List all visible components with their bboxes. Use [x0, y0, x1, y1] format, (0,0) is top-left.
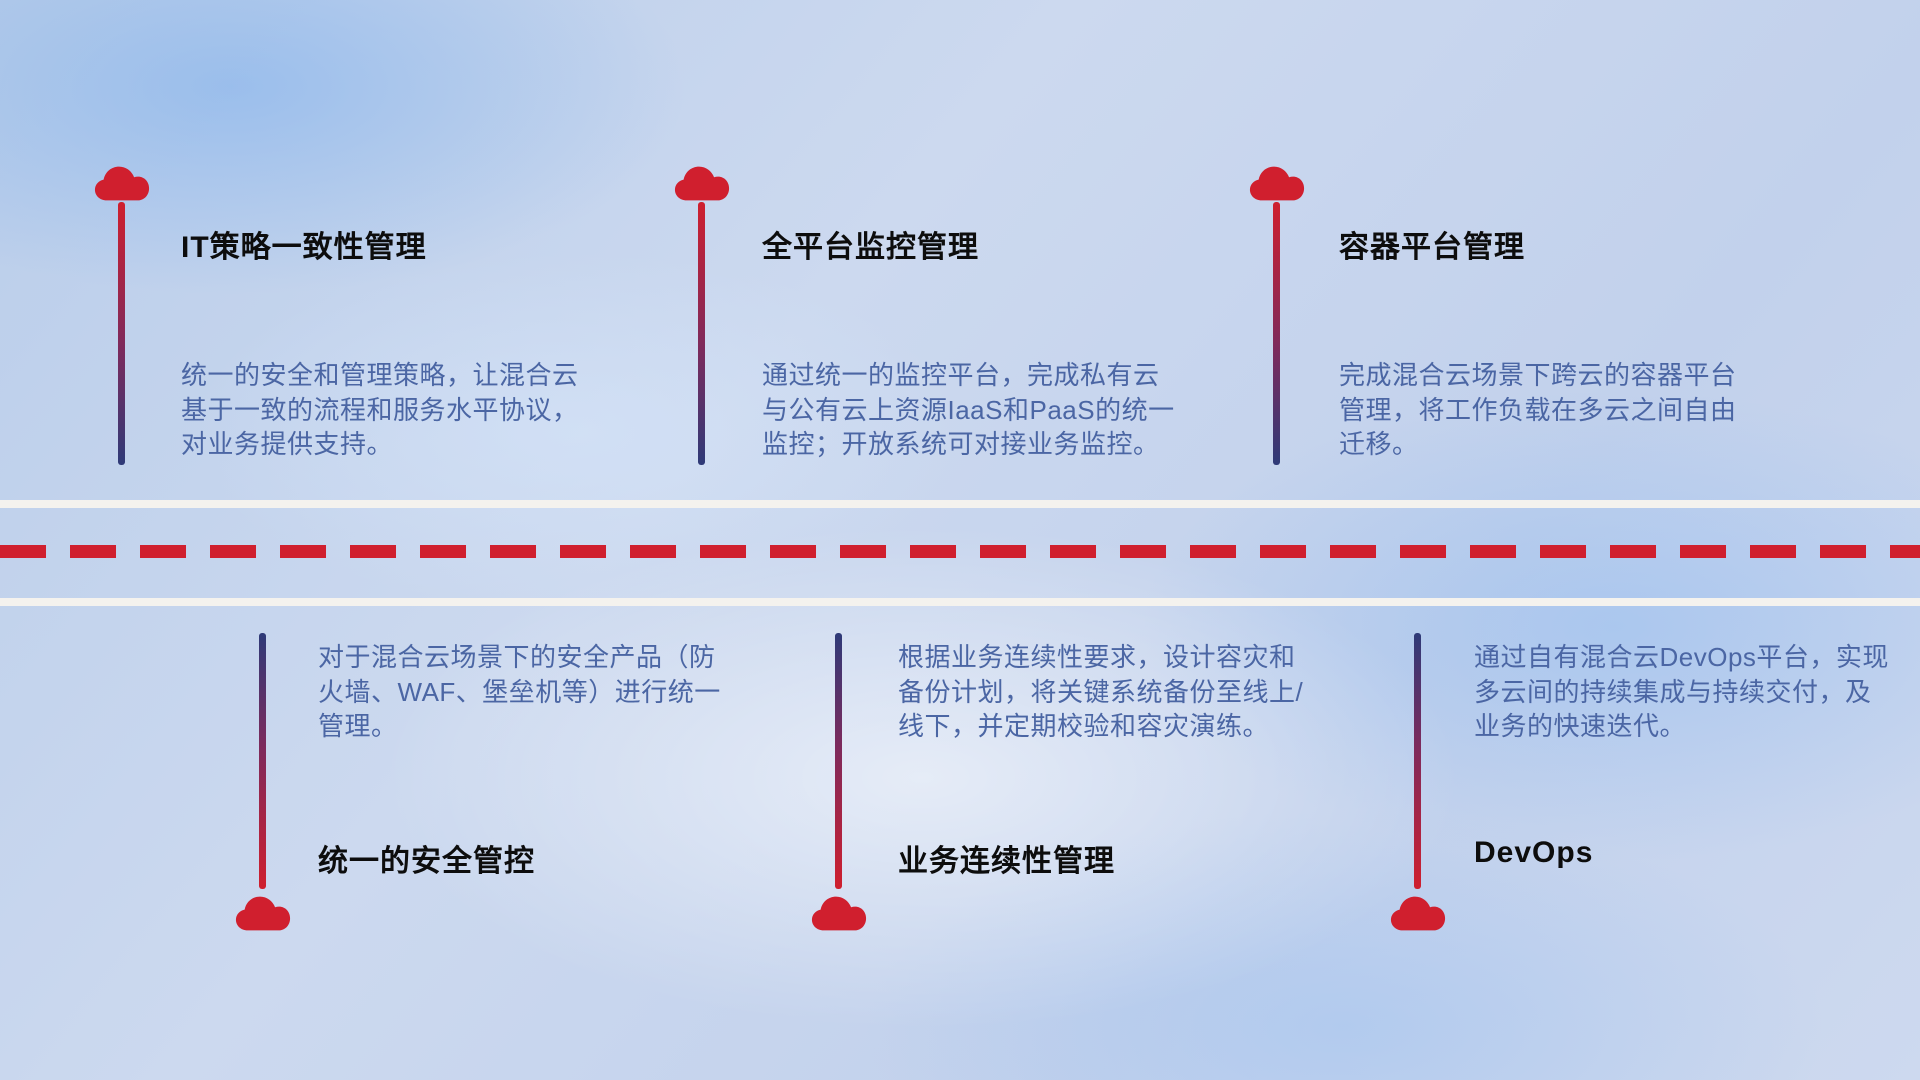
timeline-connector	[259, 633, 266, 889]
cloud-icon	[1248, 164, 1306, 204]
feature-title: 业务连续性管理	[898, 845, 1115, 878]
timeline-connector	[698, 202, 705, 465]
cloud-icon	[234, 894, 292, 934]
feature-description: 完成混合云场景下跨云的容器平台管理，将工作负载在多云之间自由迁移。	[1339, 360, 1737, 460]
feature-description: 对于混合云场景下的安全产品（防火墙、WAF、堡垒机等）进行统一管理。	[318, 642, 721, 742]
feature-title: IT策略一致性管理	[181, 231, 427, 264]
feature-title: 统一的安全管控	[318, 845, 535, 878]
road-lower-line	[0, 598, 1920, 606]
timeline-connector	[835, 633, 842, 889]
cloud-icon	[810, 894, 868, 934]
timeline-connector	[1273, 202, 1280, 465]
feature-description: 通过自有混合云DevOps平台，实现多云间的持续集成与持续交付，及业务的快速迭代…	[1474, 642, 1889, 742]
feature-description: 统一的安全和管理策略，让混合云基于一致的流程和服务水平协议，对业务提供支持。	[181, 360, 579, 460]
cloud-icon	[673, 164, 731, 204]
cloud-icon	[1389, 894, 1447, 934]
cloud-icon	[93, 164, 151, 204]
feature-title: 全平台监控管理	[762, 231, 979, 264]
feature-title: 容器平台管理	[1339, 231, 1525, 264]
feature-description: 根据业务连续性要求，设计容灾和备份计划，将关键系统备份至线上/线下，并定期校验和…	[898, 642, 1304, 742]
timeline-connector	[1414, 633, 1421, 889]
road-dashed-centerline	[0, 545, 1920, 558]
road-upper-line	[0, 500, 1920, 508]
timeline-connector	[118, 202, 125, 465]
feature-title: DevOps	[1474, 836, 1594, 869]
feature-description: 通过统一的监控平台，完成私有云与公有云上资源IaaS和PaaS的统一监控；开放系…	[762, 360, 1175, 460]
